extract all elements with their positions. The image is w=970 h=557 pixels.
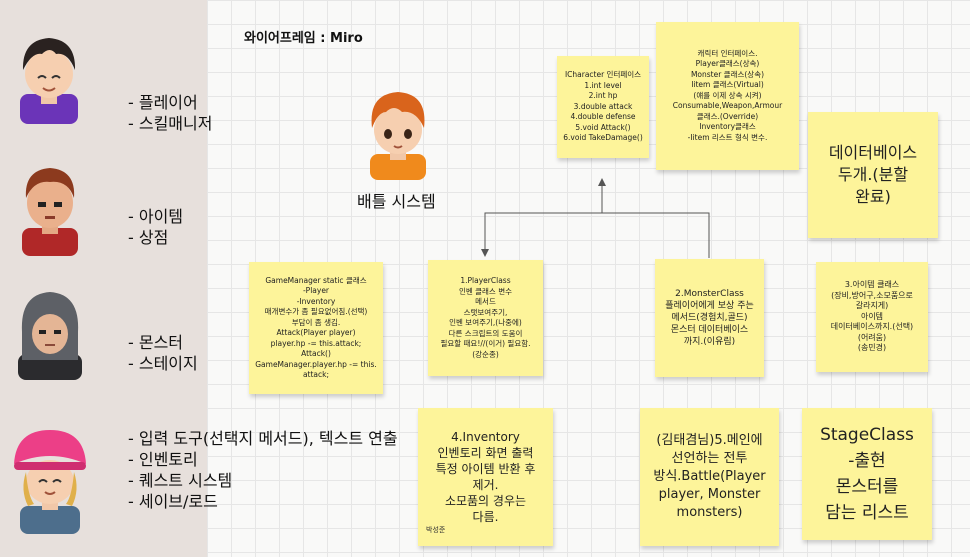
note-line: GameManager static 클래스	[265, 275, 367, 285]
role-item: 입력 도구(선택지 메서드), 텍스트 연출	[128, 428, 398, 449]
system-avatar	[14, 430, 86, 534]
note-line: 담는 리스트	[825, 503, 909, 523]
note-line: Iitem 클래스(Virtual)	[691, 80, 764, 90]
note-line: 3.double attack	[573, 101, 633, 111]
monster-connector	[602, 212, 710, 258]
note-line: 클래스.(Override)	[696, 111, 759, 121]
note-line: 까지.(이유림)	[683, 337, 736, 347]
note-line: 메서드	[475, 297, 496, 306]
monster-avatar	[18, 292, 82, 380]
note-line: Monster 클래스(상속)	[690, 69, 765, 79]
note-database[interactable]: 데이터베이스 두개.(분할 완료)	[808, 112, 938, 238]
role-item: 세이브/로드	[128, 491, 398, 512]
note-line: 아이템	[860, 311, 884, 321]
player-avatar	[20, 38, 78, 124]
note-line: (어려움)	[857, 332, 887, 342]
battle-avatar	[370, 92, 426, 180]
note-line: 매개변수가 좀 필요없어짐.(선택)	[264, 307, 368, 316]
note-line: StageClass	[820, 425, 914, 445]
note-line: 인벤 보여주기,(나중에)	[449, 318, 522, 327]
role-item: 상점	[128, 227, 183, 248]
note-line: 완료)	[855, 187, 891, 206]
note-line: 데이터베이스	[828, 143, 918, 162]
note-item-class[interactable]: 3.아이템 클래스 (장비,방어구,소모품으로 갈라지게) 아이템 데이터베이스…	[816, 262, 928, 372]
note-line: Consumable,Weapon,Armour	[672, 101, 783, 111]
note-line: 3.아이템 클래스	[844, 280, 900, 290]
note-line: -출현	[848, 451, 886, 471]
page-title: 와이어프레임 : Miro	[244, 31, 363, 46]
role-item: 퀘스트 시스템	[128, 470, 398, 491]
note-line: GameManager.player.hp -= this.	[255, 359, 377, 369]
note-line: 제거.	[472, 478, 499, 492]
note-line: 몬스터 데이터베이스	[670, 325, 749, 335]
note-line: ICharacter 인터페이스	[564, 70, 642, 80]
note-line: 방식.Battle(Player	[653, 469, 766, 484]
note-monster-class[interactable]: 2.MonsterClass 플레이어에게 보상 주는 메서드(경험치,골드) …	[655, 259, 764, 377]
note-line: player, Monster	[658, 487, 761, 502]
note-line: 4.double defense	[570, 112, 636, 122]
role-item: 스킬매니저	[128, 113, 213, 134]
note-line: 소모품의 경우는	[444, 494, 527, 508]
note-line: 갈라지게)	[855, 301, 889, 311]
note-line: (얘를 이제 상속 시켜)	[693, 90, 762, 100]
note-line: 두개.(분할	[837, 165, 909, 184]
note-line: attack;	[302, 370, 330, 379]
note-line: (장비,방어구,소모품으로	[831, 290, 913, 300]
note-line: 데이터베이스까지.(선택)	[830, 322, 914, 332]
player-connector	[481, 212, 602, 257]
note-line: 6.void TakeDamage()	[563, 133, 643, 143]
note-line: 인벤 클래스 변수	[458, 286, 513, 296]
role-item: 스테이지	[128, 353, 198, 374]
note-line: (강순종)	[472, 349, 499, 359]
note-line: -Player	[302, 286, 330, 295]
note-line: 선언하는 전투	[671, 451, 748, 466]
note-line: 2.MonsterClass	[675, 289, 744, 299]
note-line: 2.int hp	[588, 91, 618, 101]
note-line: player.hp -= this.attack;	[270, 338, 362, 348]
note-line: 4.Inventory	[451, 430, 520, 444]
note-line: 특정 아이템 반환 후	[435, 462, 536, 476]
note-line: (송민경)	[857, 343, 887, 353]
note-game-manager[interactable]: GameManager static 클래스 -Player -Inventor…	[249, 262, 383, 394]
player-roles: 플레이어 스킬매니저	[128, 92, 213, 134]
note-line: 1.int level	[584, 80, 622, 90]
role-item: 인벤토리	[128, 449, 398, 470]
note-inventory[interactable]: 4.Inventory 인벤토리 화면 출력 특정 아이템 반환 후 제거. 소…	[418, 408, 553, 546]
note-line: Attack(Player player)	[276, 328, 356, 337]
note-player-class[interactable]: 1.PlayerClass 인벤 클래스 변수 메서드 스탯보여주기, 인벤 보…	[428, 260, 543, 376]
role-item: 몬스터	[128, 332, 198, 353]
note-line: 다른 스크립트의 도움이	[448, 328, 523, 338]
note-line: Player클래스(상속)	[695, 59, 760, 69]
note-line: 부담이 좀 생김.	[291, 317, 341, 327]
note-line: 5.void Attack()	[575, 122, 631, 132]
note-line: 필요할 때요!//(이거) 필요함.	[440, 339, 531, 348]
note-line: 스탯보여주기,	[463, 307, 508, 317]
note-stage-class[interactable]: StageClass -출현 몬스터를 담는 리스트	[802, 408, 932, 540]
note-line: -Inventory	[296, 296, 336, 306]
note-line: 메서드(경험치,골드)	[671, 313, 748, 323]
note-line: 1.PlayerClass	[460, 276, 511, 285]
note-signature: 박성준	[426, 526, 446, 534]
battle-system-label: 배틀 시스템	[357, 192, 436, 211]
monster-roles: 몬스터 스테이지	[128, 332, 198, 374]
note-line: Inventory클래스	[699, 122, 756, 132]
note-line: 인벤토리 화면 출력	[437, 446, 534, 460]
note-icharacter-interface[interactable]: ICharacter 인터페이스 1.int level 2.int hp 3.…	[557, 56, 649, 158]
note-line: monsters)	[676, 505, 743, 520]
note-character-interface[interactable]: 캐릭터 인터페이스. Player클래스(상속) Monster 클래스(상속)…	[656, 22, 799, 170]
role-item: 아이템	[128, 206, 183, 227]
note-line: 플레이어에게 보상 주는	[665, 301, 754, 311]
item-avatar	[22, 168, 78, 256]
item-roles: 아이템 상점	[128, 206, 183, 248]
note-line: (김태겸님)5.메인에	[656, 433, 763, 448]
note-line: 캐릭터 인터페이스.	[697, 48, 758, 58]
system-roles: 입력 도구(선택지 메서드), 텍스트 연출 인벤토리 퀘스트 시스템 세이브/…	[128, 428, 398, 512]
role-item: 플레이어	[128, 92, 212, 113]
note-line: -Iitem 리스트 형식 변수.	[687, 132, 768, 142]
note-line: Attack()	[301, 349, 331, 358]
note-line: 몬스터를	[835, 477, 899, 497]
note-line: 다름.	[472, 510, 499, 524]
note-battle-method[interactable]: (김태겸님)5.메인에 선언하는 전투 방식.Battle(Player pla…	[640, 408, 779, 546]
